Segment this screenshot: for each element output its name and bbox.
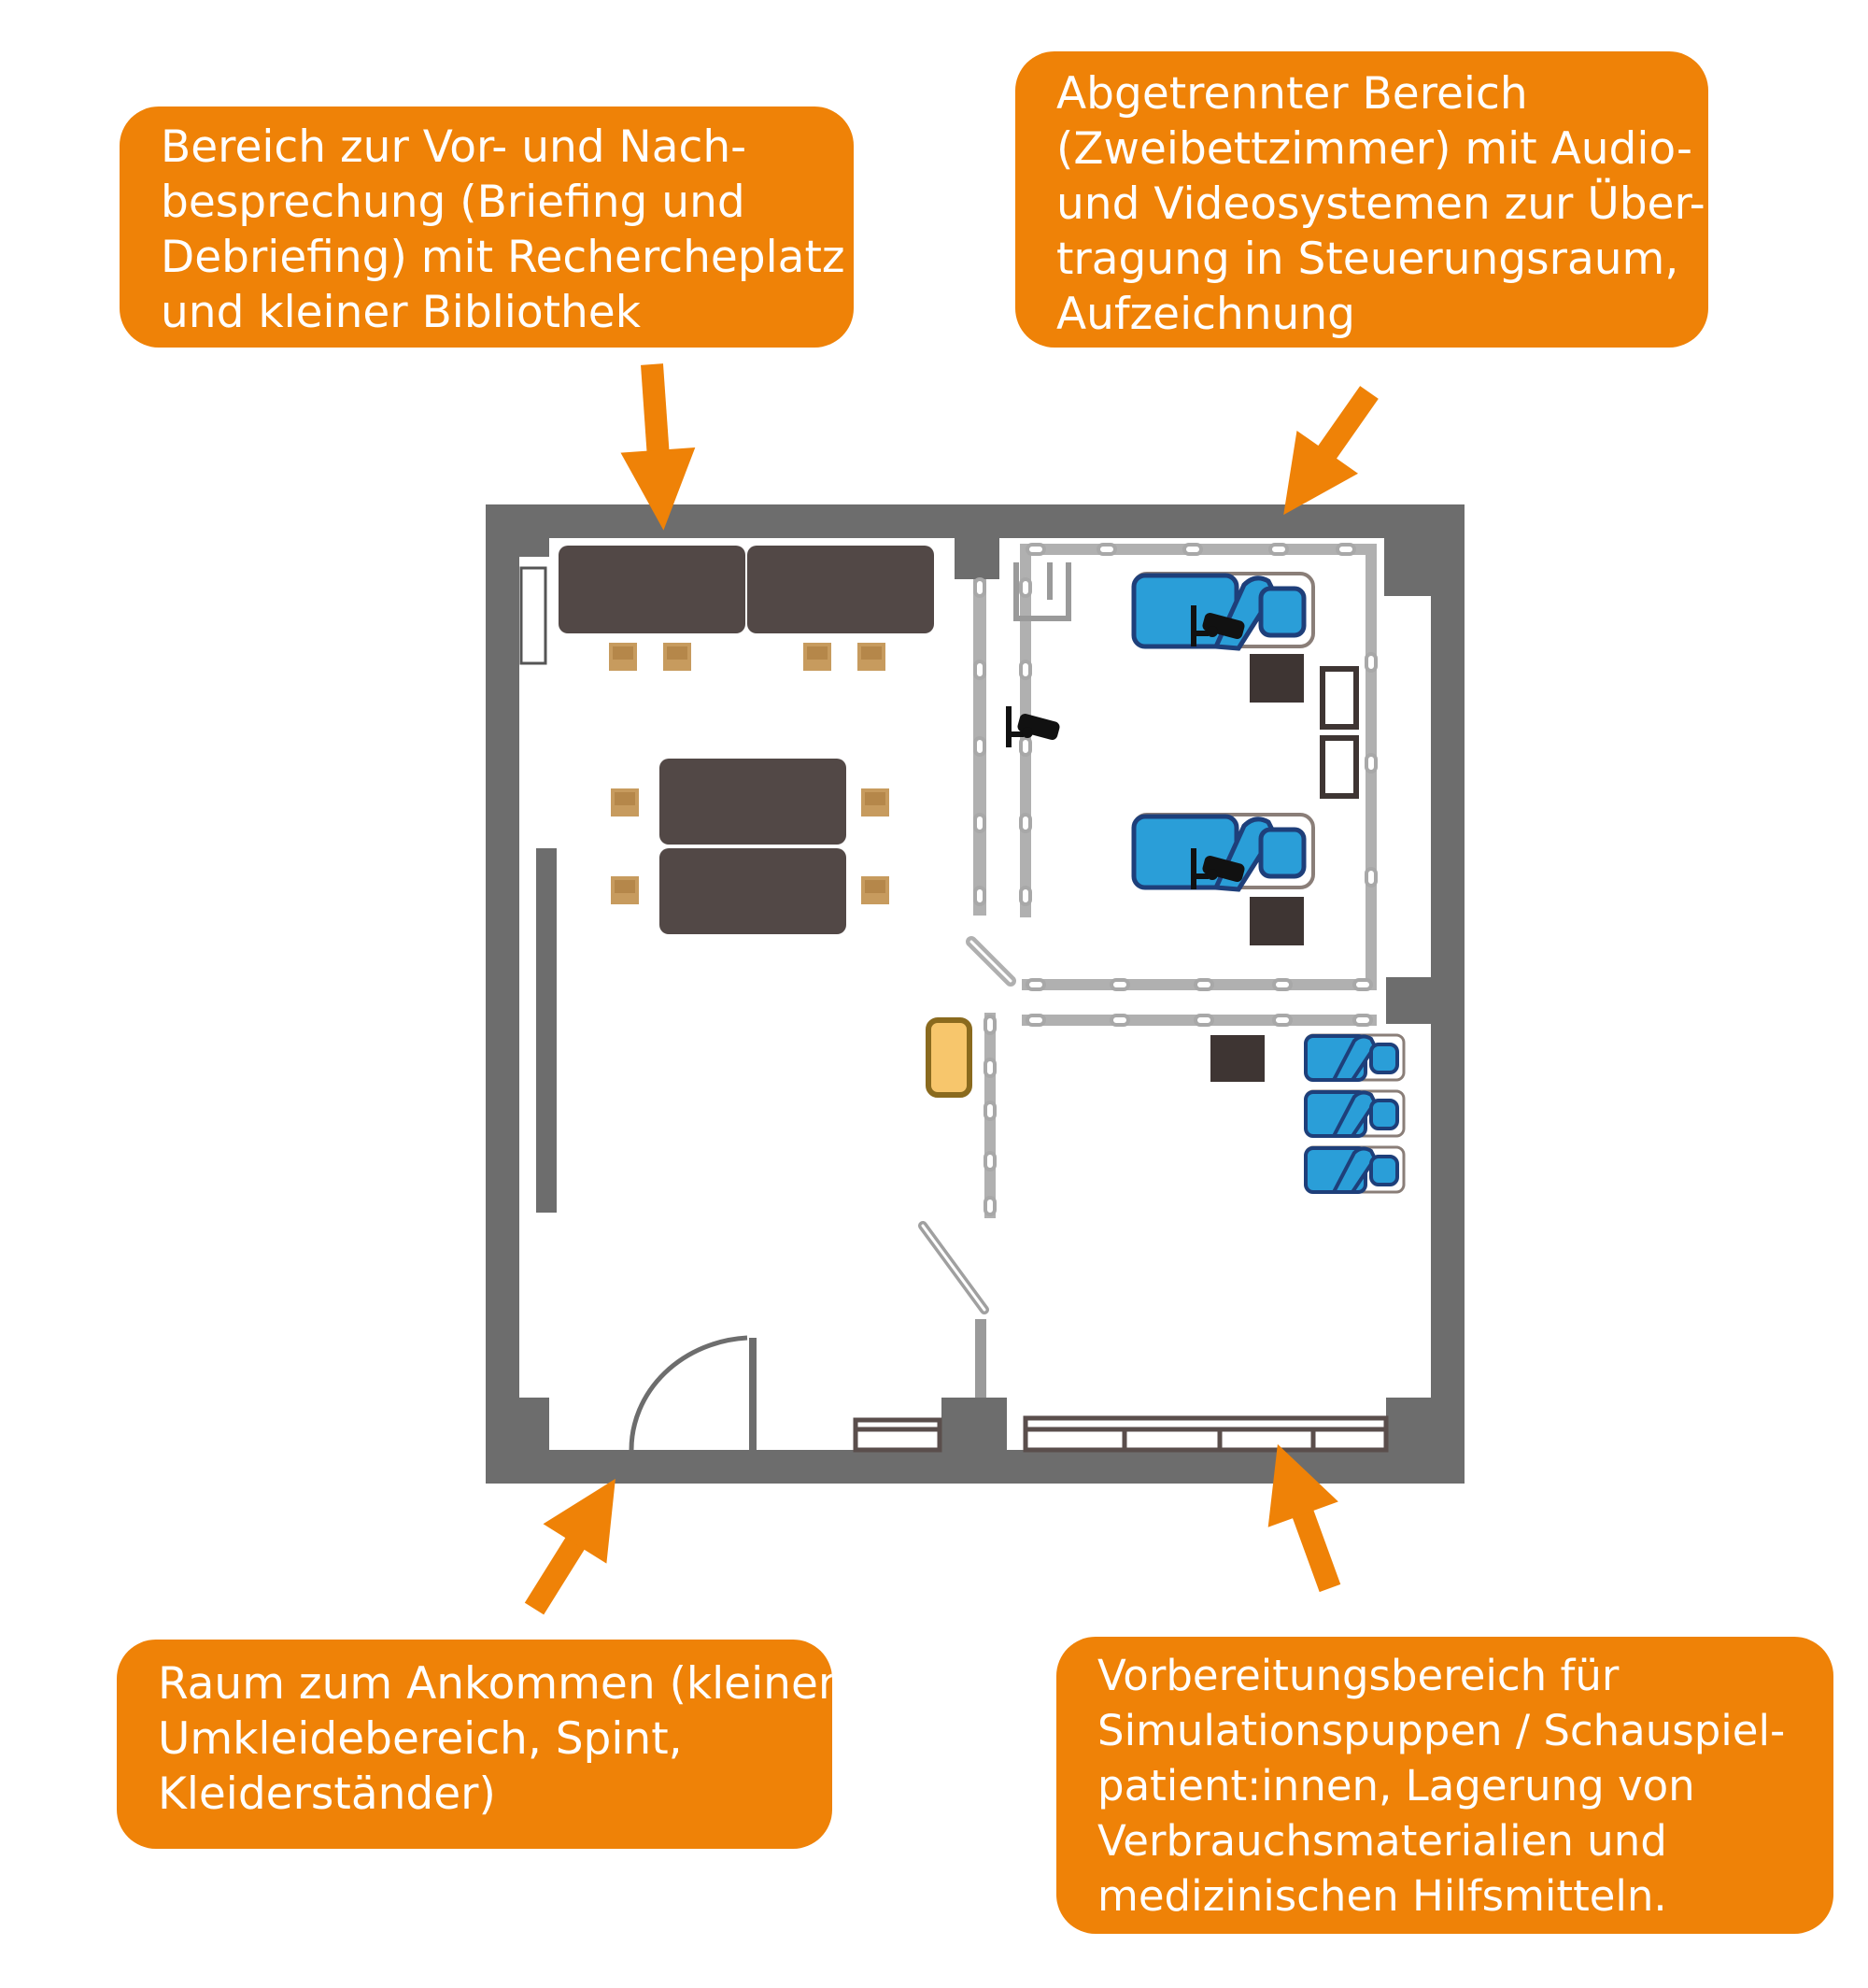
- chair-icon: [611, 876, 639, 904]
- chair-icon: [611, 788, 639, 816]
- bed-icon: [1134, 574, 1313, 648]
- cabinet: [926, 1017, 972, 1098]
- briefing-furniture: [519, 546, 934, 1213]
- coat-rack: [536, 848, 557, 1213]
- table-icon: [559, 546, 745, 633]
- chair-icon: [857, 643, 885, 671]
- chair-icon: [663, 643, 691, 671]
- bedside-table: [1250, 897, 1304, 945]
- chair-icon: [861, 876, 889, 904]
- table-icon: [659, 848, 846, 934]
- table-icon: [747, 546, 934, 633]
- door-icon: [629, 1221, 989, 1451]
- callout-briefing-area: Bereich zur Vor- und Nach- besprechung (…: [120, 106, 854, 348]
- bed-icon: [1304, 1033, 1406, 1082]
- bookshelf: [519, 566, 547, 665]
- callout-arrival-room: Raum zum Ankommen (kleiner Umkleideberei…: [117, 1640, 832, 1849]
- bedside-table: [1250, 654, 1304, 703]
- chair-icon: [609, 643, 637, 671]
- callout-double-room: Abgetrennter Bereich (Zweibettzimmer) mi…: [1015, 51, 1708, 348]
- arrows: [524, 363, 1379, 1615]
- preparation-area: [853, 1013, 1406, 1453]
- chair-icon: [803, 643, 831, 671]
- storage-box: [1210, 1035, 1265, 1082]
- double-room: [966, 543, 1378, 1027]
- chair-icon: [861, 788, 889, 816]
- callout-preparation-area: Vorbereitungsbereich für Simulationspupp…: [1056, 1637, 1833, 1934]
- bed-icon: [1304, 1145, 1406, 1194]
- table-icon: [659, 759, 846, 845]
- bed-icon: [1304, 1089, 1406, 1138]
- outer-walls: [486, 504, 1465, 1484]
- camera-icon: [1009, 706, 1061, 747]
